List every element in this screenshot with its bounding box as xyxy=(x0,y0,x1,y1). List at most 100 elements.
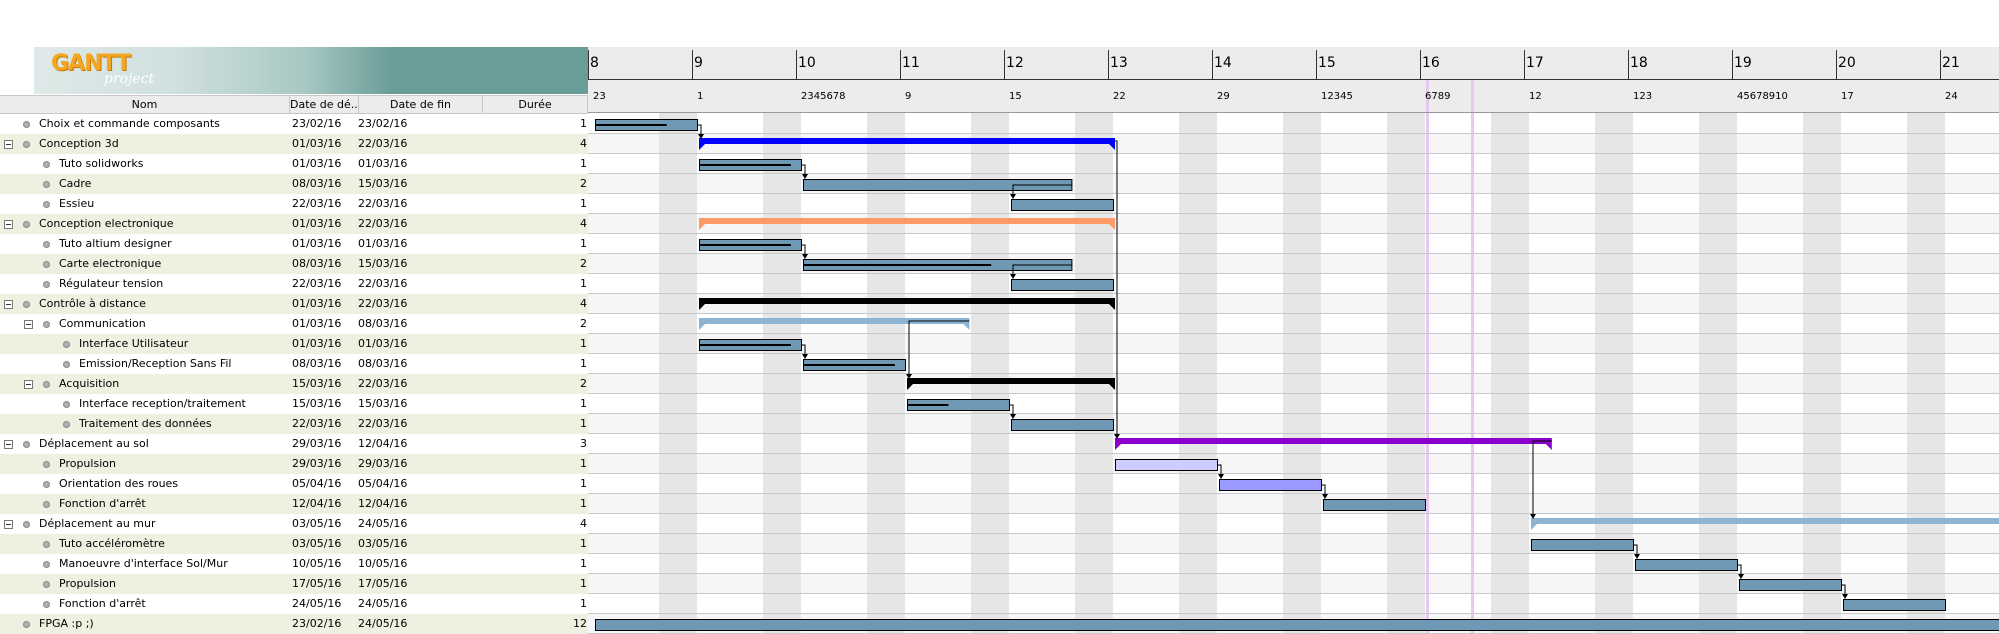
summary-bar[interactable] xyxy=(699,218,1115,224)
task-duration: 4 xyxy=(580,517,587,530)
task-start-date: 01/03/16 xyxy=(292,297,342,310)
task-duration: 1 xyxy=(580,277,587,290)
task-bullet-icon xyxy=(63,361,70,368)
task-start-date: 08/03/16 xyxy=(292,177,342,190)
task-name: Interface Utilisateur xyxy=(79,337,189,350)
task-bar[interactable] xyxy=(1115,459,1218,471)
task-bar[interactable] xyxy=(1739,579,1842,591)
task-name: Emission/Reception Sans Fil xyxy=(79,357,232,370)
summary-bar[interactable] xyxy=(699,318,970,324)
collapse-toggle-icon[interactable] xyxy=(24,320,33,329)
summary-bar-start-cap xyxy=(1531,524,1537,530)
collapse-toggle-icon[interactable] xyxy=(4,520,13,529)
task-duration: 1 xyxy=(580,597,587,610)
task-bar[interactable] xyxy=(1323,499,1426,511)
task-bullet-icon xyxy=(23,521,30,528)
task-bar[interactable] xyxy=(1011,419,1114,431)
dependency-link xyxy=(1738,564,1742,578)
dependency-arrow-icon xyxy=(1010,194,1016,199)
column-header-name[interactable]: Nom xyxy=(0,96,290,113)
task-duration: 1 xyxy=(580,457,587,470)
week-label: 18 xyxy=(1630,55,1648,71)
logo-brand-text: GANTT xyxy=(51,51,131,76)
task-bar[interactable] xyxy=(1011,279,1114,291)
summary-bar-start-cap xyxy=(699,144,705,150)
task-name: Orientation des roues xyxy=(59,477,179,490)
task-bullet-icon xyxy=(63,401,70,408)
task-bullet-icon xyxy=(63,421,70,428)
task-bullet-icon xyxy=(43,381,50,388)
collapse-toggle-icon[interactable] xyxy=(4,220,13,229)
task-start-date: 01/03/16 xyxy=(292,317,342,330)
task-name: Déplacement au sol xyxy=(39,437,149,450)
task-bar[interactable] xyxy=(1531,539,1634,551)
collapse-toggle-icon[interactable] xyxy=(4,440,13,449)
task-end-date: 01/03/16 xyxy=(358,337,408,350)
task-start-date: 01/03/16 xyxy=(292,337,342,350)
task-name: Tuto accéléromètre xyxy=(59,537,165,550)
dependency-link xyxy=(1115,140,1118,438)
gantt-chart-area: 8910111213141516171819202122231234567891… xyxy=(588,0,1999,634)
logo-sub-text: project xyxy=(104,71,155,87)
task-bar[interactable] xyxy=(1635,559,1738,571)
task-name: Carte electronique xyxy=(59,257,162,270)
summary-bar-end-cap xyxy=(1545,444,1552,450)
task-bar[interactable] xyxy=(1843,599,1946,611)
summary-bar-end-cap xyxy=(1109,304,1115,310)
summary-bar[interactable] xyxy=(699,298,1115,304)
summary-bar-start-cap xyxy=(699,324,705,330)
column-header-end[interactable]: Date de fin xyxy=(359,96,483,113)
task-duration: 4 xyxy=(580,297,587,310)
day-label: 29 xyxy=(1217,91,1230,102)
task-start-date: 22/03/16 xyxy=(292,417,342,430)
day-label: 12 xyxy=(1529,91,1542,102)
summary-bar[interactable] xyxy=(699,138,1115,144)
column-header-start[interactable]: Date de dé... xyxy=(290,96,359,113)
collapse-toggle-icon[interactable] xyxy=(4,140,13,149)
task-bar[interactable] xyxy=(907,399,1010,411)
week-label: 13 xyxy=(1110,55,1128,71)
task-name: Conception 3d xyxy=(39,137,119,150)
column-header-duration[interactable]: Durée xyxy=(483,96,588,113)
summary-bar[interactable] xyxy=(907,378,1115,384)
collapse-toggle-icon[interactable] xyxy=(4,300,13,309)
summary-bar[interactable] xyxy=(1531,518,1999,524)
week-label: 21 xyxy=(1942,55,1960,71)
dependency-arrow-icon xyxy=(1322,494,1328,499)
task-bullet-icon xyxy=(43,241,50,248)
task-bar[interactable] xyxy=(1219,479,1322,491)
summary-bar[interactable] xyxy=(1115,438,1552,444)
dependency-link xyxy=(802,164,806,178)
collapse-toggle-icon[interactable] xyxy=(24,380,33,389)
task-bar[interactable] xyxy=(1011,199,1114,211)
task-duration: 1 xyxy=(580,497,587,510)
task-end-date: 22/03/16 xyxy=(358,417,408,430)
task-bar[interactable] xyxy=(595,619,1999,631)
